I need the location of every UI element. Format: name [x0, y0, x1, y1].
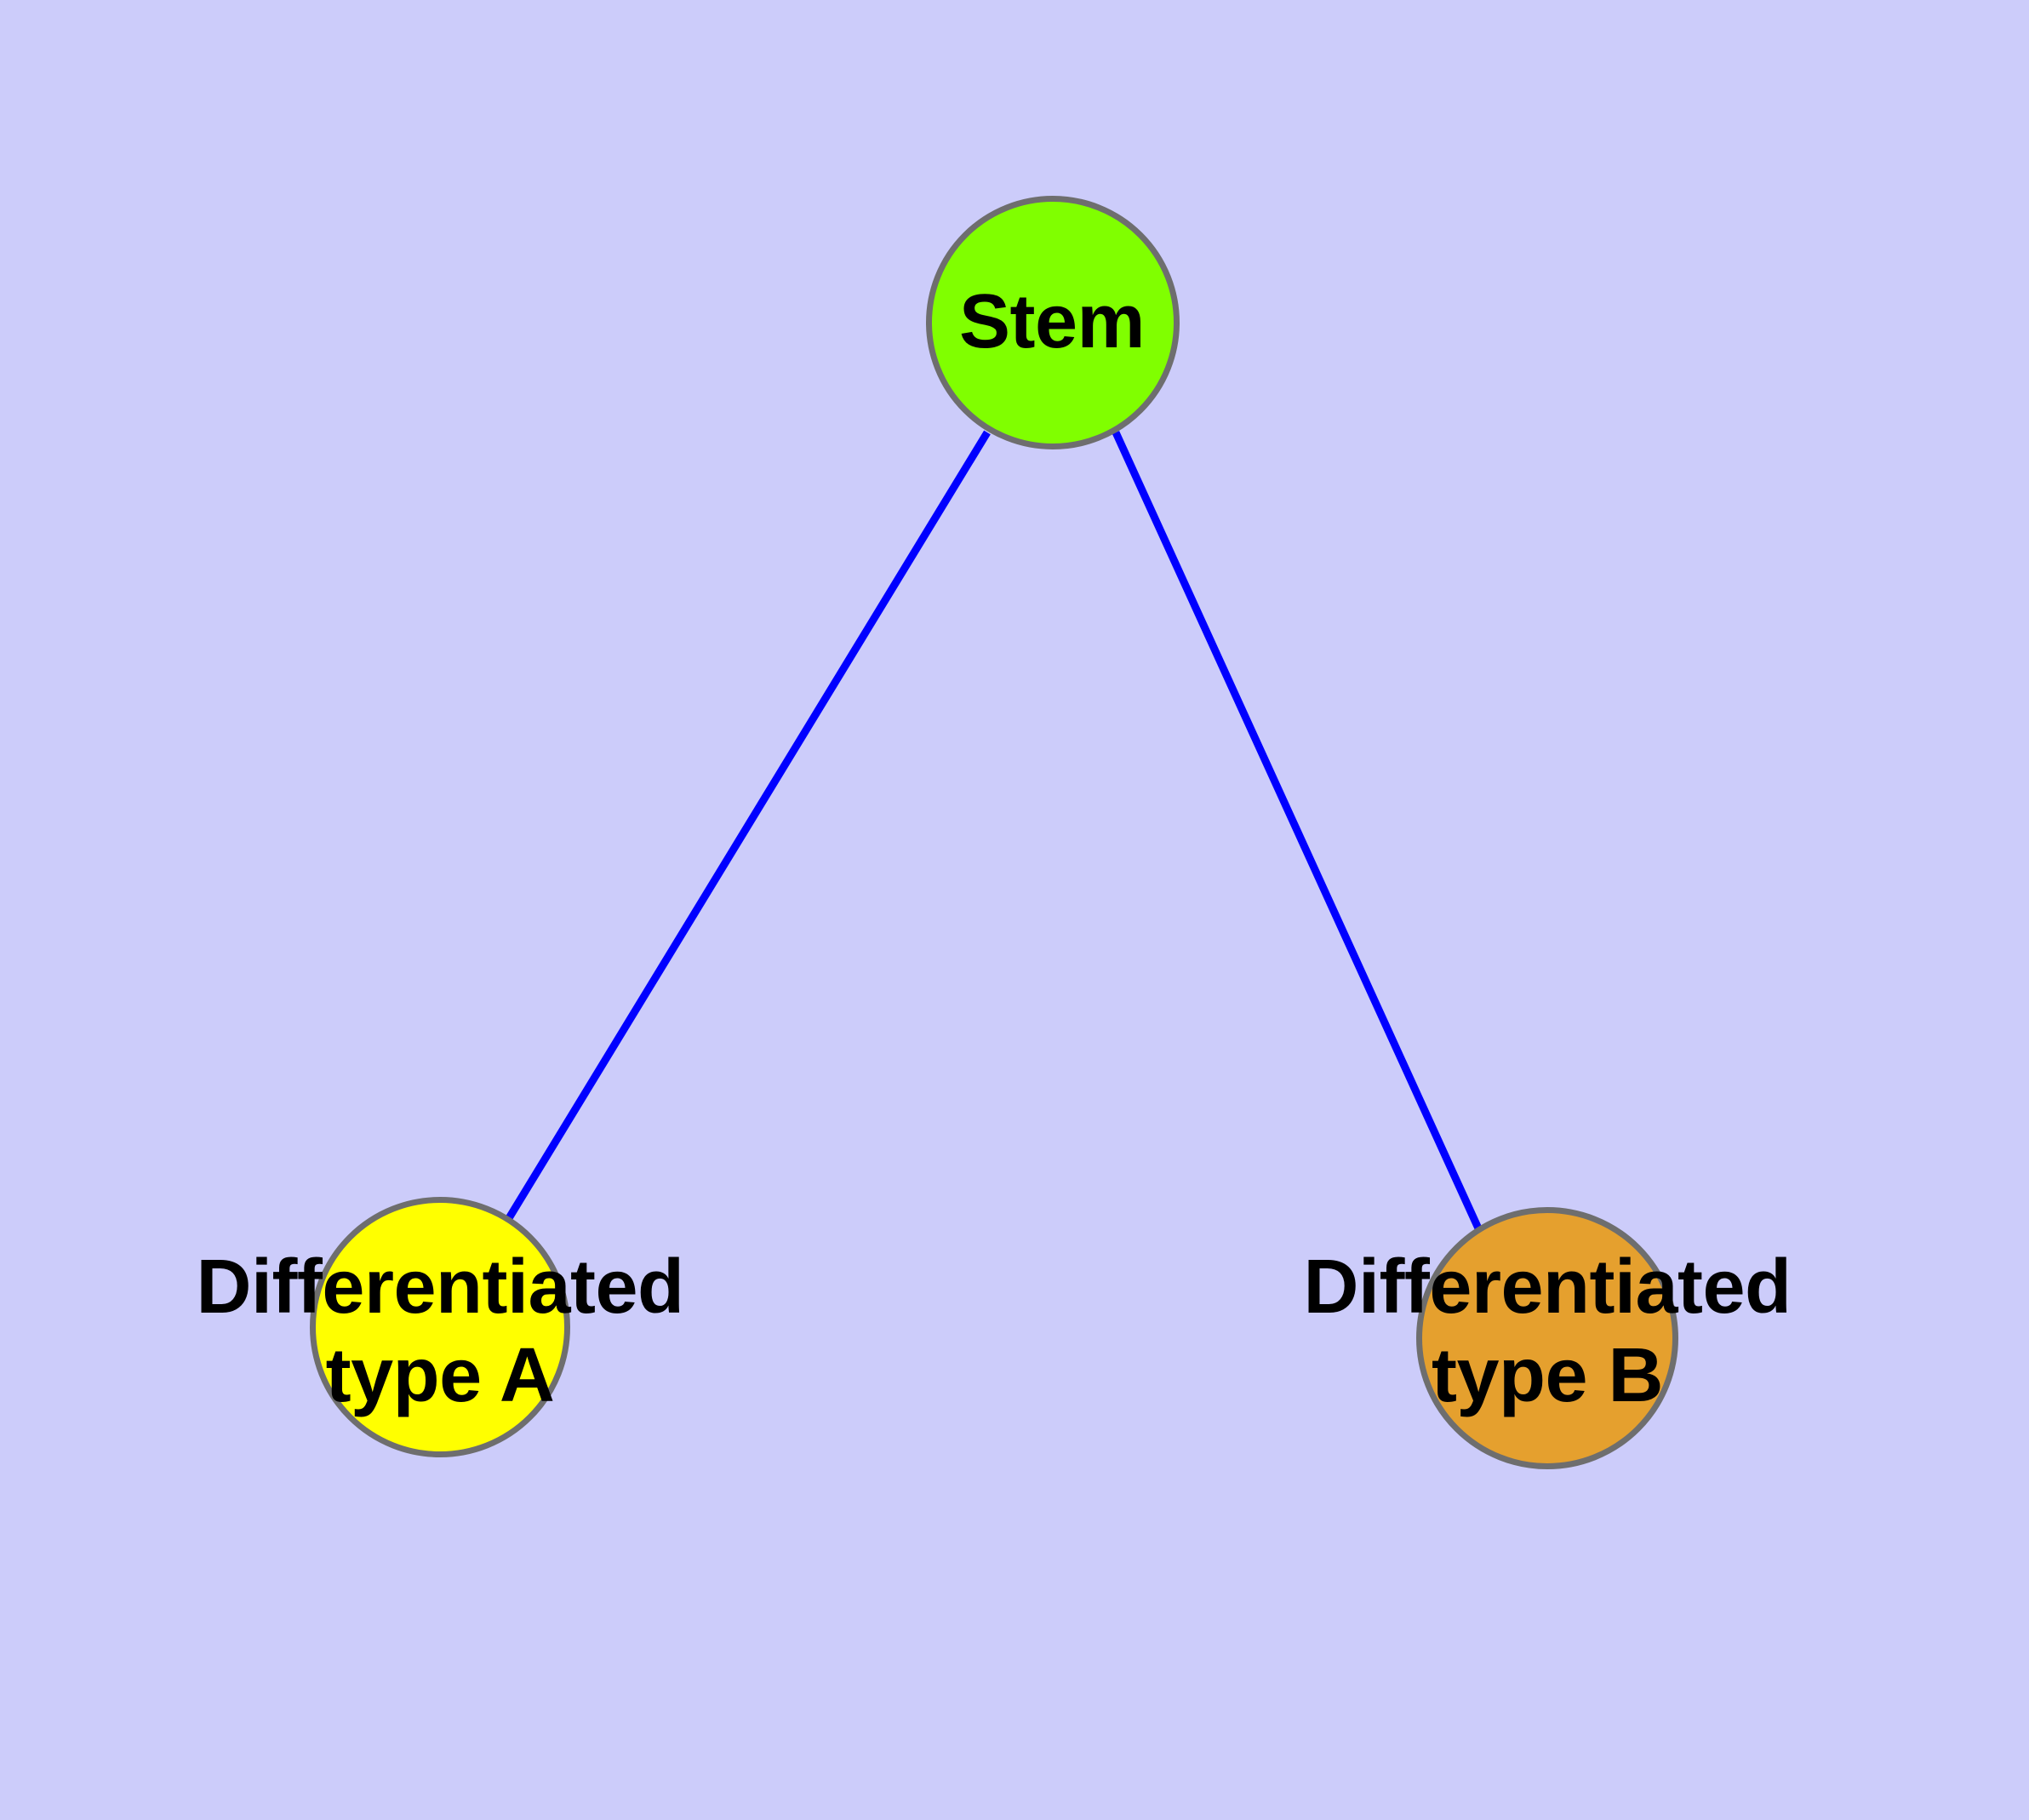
node-stem[interactable]: [926, 196, 1180, 449]
node-differentiated-type-b[interactable]: [1416, 1207, 1678, 1469]
node-differentiated-type-a[interactable]: [310, 1197, 570, 1457]
edge-stem-to-diff-b: [1112, 431, 1483, 1230]
edge-stem-to-diff-a: [506, 430, 991, 1221]
